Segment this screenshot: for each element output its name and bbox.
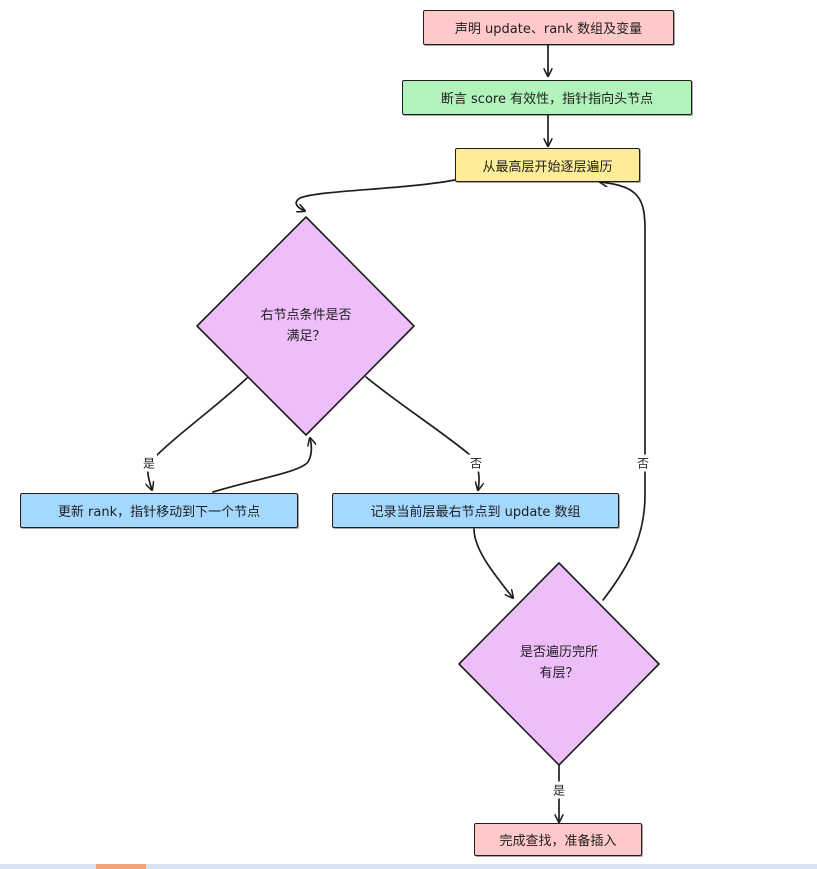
edge-label-all-levels-no: 否 bbox=[634, 454, 652, 472]
condition-line-2: 满足？ bbox=[286, 329, 326, 344]
condition-line-1: 右节点条件是否 bbox=[260, 308, 352, 323]
arrow-all-levels-no-to-traverse bbox=[600, 182, 646, 601]
done-node-label: 完成查找，准备插入 bbox=[499, 834, 617, 849]
edge-label-all-levels-yes: 是 bbox=[550, 781, 568, 799]
all-levels-diamond[interactable] bbox=[458, 562, 660, 766]
update-rank-node[interactable]: 更新 rank，指针移动到下一个节点 bbox=[20, 493, 298, 528]
condition-diamond-text: 右节点条件是否 满足？ bbox=[260, 305, 351, 347]
record-node-label: 记录当前层最右节点到 update 数组 bbox=[370, 505, 581, 520]
record-node[interactable]: 记录当前层最右节点到 update 数组 bbox=[332, 493, 619, 528]
all-levels-diamond-text: 是否遍历完所 有层？ bbox=[520, 642, 598, 684]
assert-node-label: 断言 score 有效性，指针指向头节点 bbox=[440, 92, 654, 107]
arrow-record-to-all-levels bbox=[473, 528, 513, 598]
arrow-condition-no-to-record bbox=[365, 376, 479, 490]
done-node[interactable]: 完成查找，准备插入 bbox=[474, 823, 642, 856]
edge-label-condition-no: 否 bbox=[467, 454, 485, 472]
bottom-strip-accent bbox=[96, 864, 146, 869]
declare-node-label: 声明 update、rank 数组及变量 bbox=[454, 22, 643, 37]
condition-diamond[interactable] bbox=[196, 216, 415, 436]
traverse-node[interactable]: 从最高层开始逐层遍历 bbox=[455, 148, 640, 182]
all-levels-line-1: 是否遍历完所 bbox=[519, 645, 599, 660]
traverse-node-label: 从最高层开始逐层遍历 bbox=[482, 159, 613, 175]
bottom-scroll-strip bbox=[0, 864, 817, 869]
edge-label-condition-yes: 是 bbox=[140, 454, 158, 472]
arrow-traverse-to-condition bbox=[295, 179, 456, 211]
all-levels-line-2: 有层？ bbox=[539, 666, 579, 681]
declare-node[interactable]: 声明 update、rank 数组及变量 bbox=[423, 10, 674, 45]
update-rank-node-label: 更新 rank，指针移动到下一个节点 bbox=[57, 505, 261, 520]
assert-node[interactable]: 断言 score 有效性，指针指向头节点 bbox=[402, 80, 692, 115]
arrow-update-rank-back-to-condition bbox=[212, 438, 311, 493]
